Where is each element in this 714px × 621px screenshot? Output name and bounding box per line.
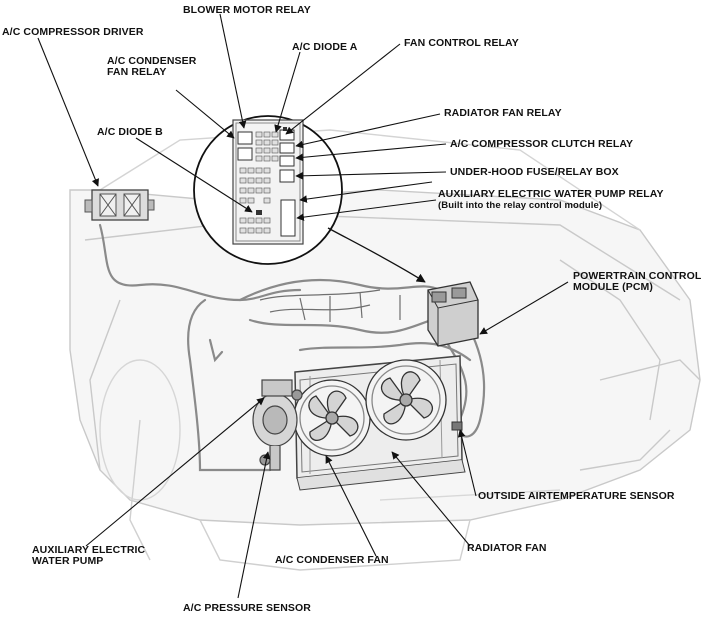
label-ac-condenser-fan-relay-line1: A/C CONDENSER xyxy=(107,55,197,67)
radiator-fan xyxy=(365,359,447,441)
car-body xyxy=(69,129,701,571)
label-aux-water-pump-relay: AUXILIARY ELECTRIC WATER PUMP RELAY (Bui… xyxy=(438,188,664,212)
fuse-box-callout xyxy=(193,115,343,265)
label-outside-air-temp-sensor: OUTSIDE AIRTEMPERATURE SENSOR xyxy=(478,490,675,502)
label-ac-compressor-driver: A/C COMPRESSOR DRIVER xyxy=(2,26,144,38)
label-aux-water-pump-relay-line2: (Built into the relay control module) xyxy=(438,200,603,211)
label-pcm: POWERTRAIN CONTROL MODULE (PCM) xyxy=(573,271,701,293)
leader-lines xyxy=(37,13,569,599)
label-ac-pressure-sensor: A/C PRESSURE SENSOR xyxy=(183,602,311,614)
ac-compressor-driver xyxy=(84,189,155,221)
label-ac-compressor-clutch-relay: A/C COMPRESSOR CLUTCH RELAY xyxy=(450,138,634,150)
label-fan-control-relay: FAN CONTROL RELAY xyxy=(404,37,519,49)
label-pcm-line1: POWERTRAIN CONTROL xyxy=(573,270,702,282)
label-pcm-line2: MODULE (PCM) xyxy=(573,281,653,293)
label-ac-condenser-fan-relay-line2: FAN RELAY xyxy=(107,66,167,78)
label-blower-motor-relay: BLOWER MOTOR RELAY xyxy=(183,4,311,16)
label-ac-diode-b: A/C DIODE B xyxy=(97,126,163,138)
label-aux-water-pump-line2: WATER PUMP xyxy=(32,555,104,567)
label-under-hood-fuse-relay-box: UNDER-HOOD FUSE/RELAY BOX xyxy=(450,166,619,178)
label-aux-water-pump: AUXILIARY ELECTRIC WATER PUMP xyxy=(32,545,145,567)
fuse-box-leader xyxy=(327,227,426,283)
label-radiator-fan-relay: RADIATOR FAN RELAY xyxy=(444,107,562,119)
ac-condenser-fan xyxy=(293,379,371,457)
ac-compressor xyxy=(252,379,303,471)
label-ac-condenser-fan: A/C CONDENSER FAN xyxy=(275,554,389,566)
pcm-module xyxy=(427,281,479,347)
label-ac-condenser-fan-relay: A/C CONDENSER FAN RELAY xyxy=(107,56,196,78)
label-ac-diode-a: A/C DIODE A xyxy=(292,41,358,53)
label-aux-water-pump-relay-line1: AUXILIARY ELECTRIC WATER PUMP RELAY xyxy=(438,188,664,200)
label-aux-water-pump-line1: AUXILIARY ELECTRIC xyxy=(32,544,146,556)
wire-harness-detail xyxy=(259,289,401,322)
outside-air-temp-sensor xyxy=(451,421,463,431)
label-radiator-fan: RADIATOR FAN xyxy=(467,542,547,554)
